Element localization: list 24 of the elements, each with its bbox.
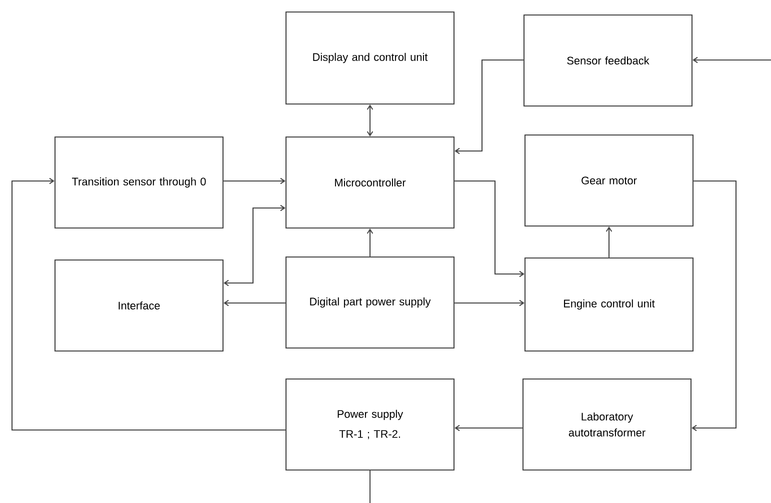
arrow <box>692 56 771 64</box>
connector-line <box>369 470 371 503</box>
process-box: Laboratory autotransformer <box>522 378 692 471</box>
arrow <box>224 178 286 184</box>
arrow <box>454 180 524 278</box>
process-box: Gear motor <box>524 134 694 227</box>
arrow <box>224 300 286 306</box>
arrow <box>224 204 286 286</box>
arrow <box>454 424 522 432</box>
process-box: Digital part power supply <box>285 256 455 349</box>
arrow <box>454 59 524 154</box>
process-box: Interface <box>54 259 224 352</box>
process-box: Power supply TR-1 ; TR-2. <box>285 378 455 471</box>
arrow <box>692 180 737 432</box>
process-box: Display and control unit <box>285 11 455 105</box>
arrow <box>366 104 374 136</box>
arrow <box>454 300 524 306</box>
arrow <box>11 178 286 431</box>
arrow <box>606 226 612 258</box>
process-box: Engine control unit <box>524 257 694 352</box>
arrow <box>366 228 374 256</box>
process-box: Microcontroller <box>285 136 455 229</box>
process-box: Sensor feedback <box>523 14 693 107</box>
process-box: Transition sensor through 0 <box>54 136 224 229</box>
